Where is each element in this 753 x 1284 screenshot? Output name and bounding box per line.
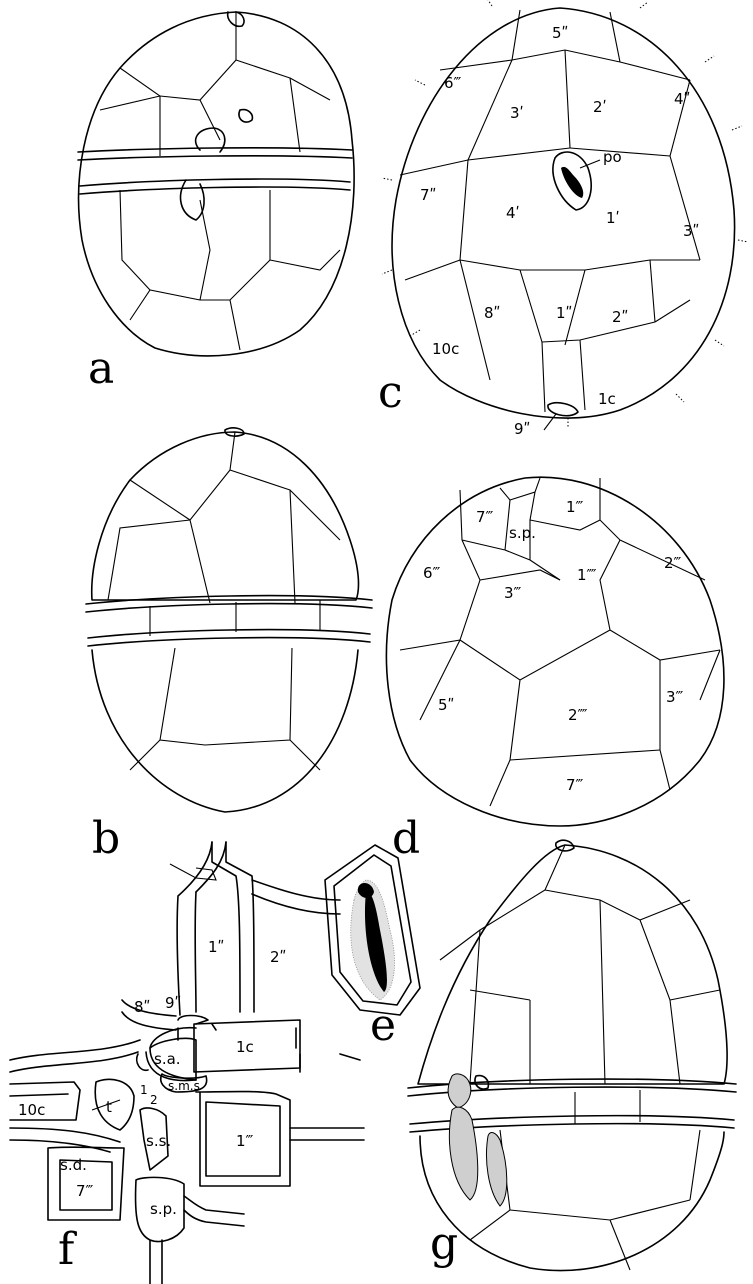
plate-c-10c: 10c bbox=[432, 340, 459, 358]
plate-d-7iii-bottom: 7‴ bbox=[566, 776, 584, 794]
plate-f-t: t bbox=[106, 1098, 112, 1116]
plate-d-sp: s.p. bbox=[509, 524, 536, 542]
plate-c-po: po bbox=[603, 148, 622, 166]
panel-label-e: e bbox=[370, 1000, 396, 1051]
plate-d-6iii: 6‴ bbox=[423, 564, 441, 582]
panel-c-drawing bbox=[382, 0, 748, 430]
plate-f-10c: 10c bbox=[18, 1101, 45, 1119]
plate-c-7ii: 7ʺ bbox=[420, 186, 436, 204]
plate-d-3iii: 3‴ bbox=[504, 584, 522, 602]
plate-f-sd: s.d. bbox=[60, 1156, 87, 1174]
panel-a-drawing bbox=[78, 12, 354, 356]
plate-d-5ii: 5ʺ bbox=[438, 696, 454, 714]
plate-d-1iiii: 1⁗ bbox=[577, 566, 597, 584]
panel-label-f: f bbox=[58, 1224, 77, 1275]
plate-f-1iii: 1‴ bbox=[236, 1132, 254, 1150]
plate-f-7iii: 7‴ bbox=[76, 1182, 94, 1200]
panel-label-c: c bbox=[378, 367, 403, 418]
panel-label-d: d bbox=[392, 813, 420, 864]
plate-c-1ii: 1ʺ bbox=[556, 304, 572, 322]
panel-b-drawing bbox=[86, 428, 372, 812]
plate-d-1iii: 1‴ bbox=[566, 498, 584, 516]
plate-c-1c: 1c bbox=[598, 390, 616, 408]
plate-f-sp: s.p. bbox=[150, 1200, 177, 1218]
panel-d-drawing bbox=[386, 477, 724, 826]
plate-f-2: 2 bbox=[150, 1093, 158, 1107]
panel-label-g: g bbox=[430, 1218, 458, 1269]
plate-d-3iii-right: 3‴ bbox=[666, 688, 684, 706]
plate-c-3i: 3ʹ bbox=[510, 104, 524, 122]
panel-g-drawing bbox=[408, 840, 736, 1270]
panel-label-a: a bbox=[88, 343, 114, 394]
plate-c-1i: 1ʹ bbox=[606, 209, 620, 227]
plate-d-7iii: 7‴ bbox=[476, 508, 494, 526]
plate-c-2ii: 2ʺ bbox=[612, 308, 628, 326]
panel-label-b: b bbox=[92, 813, 120, 864]
plate-f-ss: s.s. bbox=[146, 1132, 171, 1150]
plate-c-3ii: 3ʺ bbox=[683, 222, 699, 240]
plate-c-4ii: 4ʺ bbox=[674, 90, 690, 108]
plate-f-sms: s.m.s bbox=[168, 1079, 200, 1093]
panel-f-drawing bbox=[10, 842, 364, 1284]
plate-d-2iiii: 2⁗ bbox=[568, 706, 588, 724]
plate-c-5ii: 5ʺ bbox=[552, 24, 568, 42]
plate-f-8ii: 8ʺ bbox=[134, 998, 150, 1016]
plate-c-6iii: 6‴ bbox=[444, 74, 462, 92]
plate-c-2i: 2ʹ bbox=[593, 98, 607, 116]
plate-c-9ii: 9ʺ bbox=[514, 420, 530, 438]
plate-d-2iii: 2‴ bbox=[664, 554, 682, 572]
plate-f-9ii: 9ʺ bbox=[165, 994, 181, 1012]
plate-f-2ii: 2ʺ bbox=[270, 948, 286, 966]
plate-f-1c: 1c bbox=[236, 1038, 254, 1056]
plate-f-sa: s.a. bbox=[154, 1050, 181, 1068]
plate-f-1ii: 1ʺ bbox=[208, 938, 224, 956]
plate-c-8ii: 8ʺ bbox=[484, 304, 500, 322]
plate-f-1: 1 bbox=[140, 1083, 148, 1097]
plate-c-4i: 4ʹ bbox=[506, 204, 520, 222]
panel-e-drawing bbox=[325, 845, 420, 1015]
